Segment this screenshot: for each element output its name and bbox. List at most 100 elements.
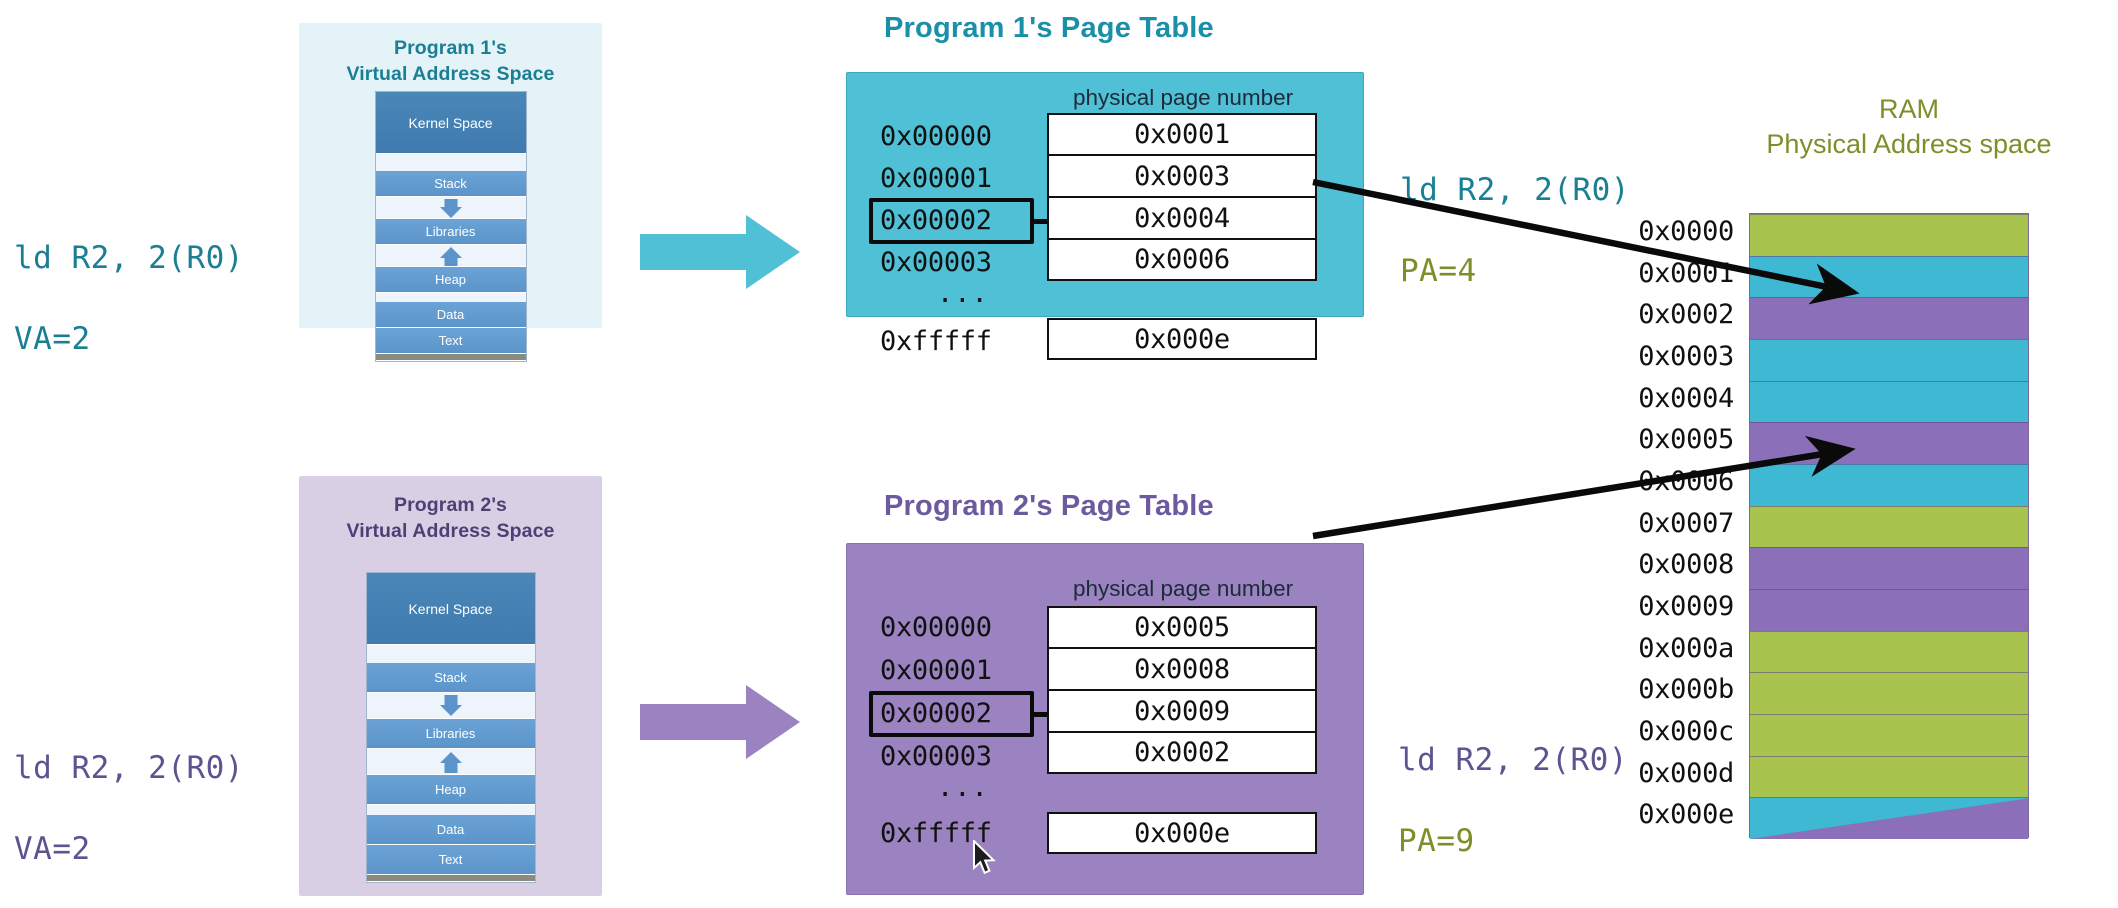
vas-stack-growth-arrow-down (375, 197, 526, 219)
program2-result: ld R2, 2(R0) PA=9 (1398, 700, 1628, 902)
ram-address-label: 0x0007 (1638, 507, 1734, 539)
program1-page-table-column-header: physical page number (1073, 85, 1294, 110)
ram-address-label: 0x0002 (1638, 299, 1734, 331)
program1-ppn-2: 0x0004 (1047, 197, 1317, 239)
vas-gap (375, 293, 526, 302)
vas-segment-text: Text (366, 845, 535, 875)
ram-row (1750, 380, 2028, 423)
program1-vas-stack: Kernel Space Stack Libraries Heap Data T… (374, 91, 527, 362)
program1-vpn-3: 0x00003 (880, 247, 992, 278)
program2-result-line1: ld R2, 2(R0) (1398, 741, 1628, 778)
ram-row (1750, 464, 2028, 506)
program2-ppn-last: 0x000e (1047, 812, 1317, 854)
vas-bottom-bar (366, 875, 535, 882)
ram-address-label: 0x000c (1638, 715, 1734, 747)
vas-segment-libraries: Libraries (366, 719, 535, 749)
program1-result-line1: ld R2, 2(R0) (1400, 171, 1630, 208)
program2-flow-arrow (640, 685, 800, 759)
ram-address-label: 0x0005 (1638, 424, 1734, 456)
vas-heap-growth-arrow-up (366, 749, 535, 775)
program2-page-table: physical page number 0x00000 0x00001 0x0… (846, 543, 1364, 895)
program2-vas-stack: Kernel Space Stack Libraries Heap Data T… (365, 572, 536, 883)
program1-page-table: physical page number 0x00000 0x00001 0x0… (846, 72, 1364, 360)
ram-address-label: 0x0001 (1638, 257, 1734, 289)
ram-row (1750, 797, 2028, 839)
vas-segment-data: Data (375, 302, 526, 328)
program1-ppn-1: 0x0003 (1047, 155, 1317, 197)
ram-row (1750, 714, 2028, 756)
program1-selected-vpn-highlight (869, 198, 1034, 244)
program1-vpn-last: 0xfffff (880, 326, 992, 357)
program1-vpn-ellipsis: ... (937, 278, 989, 309)
program2-vas-title: Program 2's Virtual Address Space (299, 476, 602, 545)
vas-stack-growth-arrow-down (366, 693, 535, 719)
mouse-pointer-icon (972, 838, 998, 883)
program2-vpn-ellipsis: ... (937, 772, 989, 803)
program2-instruction: ld R2, 2(R0) VA=2 (14, 708, 244, 908)
ram-row (1750, 505, 2028, 548)
ram-row (1750, 255, 2028, 298)
ram-address-label: 0x0008 (1638, 549, 1734, 581)
ram-row (1750, 672, 2028, 714)
ram-block (1749, 213, 2029, 839)
program1-flow-arrow (640, 215, 800, 289)
vas-segment-text: Text (375, 328, 526, 354)
ram-title-line2: Physical Address space (1766, 129, 2052, 160)
ram-title: RAM Physical Address space (1700, 92, 2118, 162)
vas-segment-libraries: Libraries (375, 219, 526, 245)
program1-ppn-last: 0x000e (1047, 318, 1317, 360)
program2-selected-vpn-highlight (869, 691, 1034, 737)
program2-result-line2: PA=9 (1398, 822, 1475, 859)
program1-vas-title-line1: Program 1's (393, 37, 508, 59)
program1-virtual-address-space-panel: Program 1's Virtual Address Space Kernel… (299, 23, 602, 362)
vas-gap (366, 805, 535, 815)
vas-heap-growth-arrow-up (375, 245, 526, 267)
program1-vpn-1: 0x00001 (880, 163, 992, 194)
program2-ppn-1: 0x0008 (1047, 648, 1317, 690)
ram-address-label: 0x0003 (1638, 340, 1734, 372)
program1-ppn-0: 0x0001 (1047, 113, 1317, 155)
program2-instruction-line1: ld R2, 2(R0) (14, 749, 244, 786)
program1-vpn-2: 0x00002 (880, 205, 992, 236)
program2-vpn-0: 0x00000 (880, 612, 992, 643)
program2-ppn-3: 0x0002 (1047, 732, 1317, 774)
vas-gap (366, 645, 535, 663)
program2-virtual-address-space-panel: Program 2's Virtual Address Space Kernel… (299, 476, 602, 896)
program1-instruction-line1: ld R2, 2(R0) (14, 239, 244, 276)
program2-instruction-line2: VA=2 (14, 830, 91, 867)
vas-gap (375, 154, 526, 171)
ram-row (1750, 297, 2028, 339)
ram-title-line1: RAM (1879, 94, 1939, 124)
ram-row (1750, 214, 2028, 256)
vas-bottom-bar (375, 354, 526, 361)
program1-vas-title-line2: Virtual Address Space (346, 63, 555, 86)
vas-segment-heap: Heap (366, 775, 535, 805)
ram-row (1750, 422, 2028, 464)
program2-vpn-3: 0x00003 (880, 741, 992, 772)
vas-segment-heap: Heap (375, 267, 526, 293)
program1-page-table-title: Program 1's Page Table (884, 12, 1214, 44)
ram-address-label: 0x0000 (1638, 215, 1734, 247)
ram-row (1750, 547, 2028, 589)
program2-page-table-title: Program 2's Page Table (884, 490, 1214, 522)
program2-vpn-1: 0x00001 (880, 655, 992, 686)
ram-address-label: 0x0009 (1638, 590, 1734, 622)
program1-instruction: ld R2, 2(R0) VA=2 (14, 198, 244, 400)
ram-row-split-wedge (1750, 798, 2028, 839)
ram-row (1750, 339, 2028, 381)
ram-address-label: 0x000d (1638, 757, 1734, 789)
program1-instruction-line2: VA=2 (14, 320, 91, 357)
vas-segment-stack: Stack (366, 663, 535, 693)
ram-address-label: 0x0004 (1638, 382, 1734, 414)
program1-ppn-3: 0x0006 (1047, 239, 1317, 281)
ram-address-label: 0x0006 (1638, 465, 1734, 497)
ram-address-label: 0x000e (1638, 799, 1734, 831)
ram-address-label: 0x000b (1638, 674, 1734, 706)
vas-segment-kernel-space: Kernel Space (375, 92, 526, 154)
program1-vpn-0: 0x00000 (880, 121, 992, 152)
program2-vas-title-line2: Virtual Address Space (346, 520, 555, 543)
ram-address-label: 0x000a (1638, 632, 1734, 664)
program1-vas-title: Program 1's Virtual Address Space (299, 23, 602, 88)
ram-row (1750, 630, 2028, 673)
